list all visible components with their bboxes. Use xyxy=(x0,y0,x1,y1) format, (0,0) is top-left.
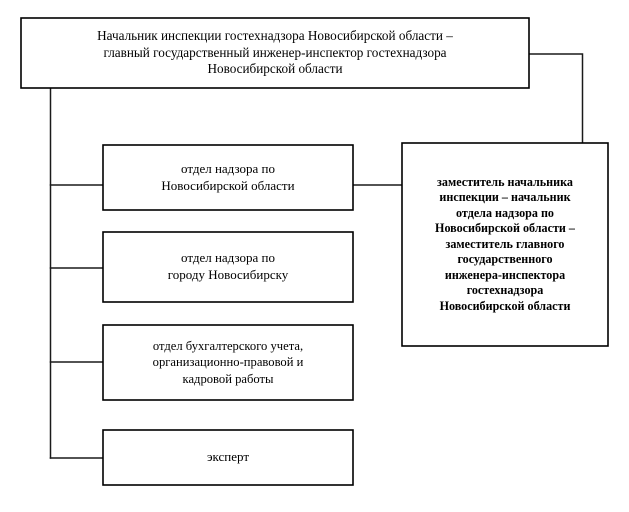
node-deputy-label: заместитель начальника инспекции – начал… xyxy=(435,174,575,313)
node-box-dept-oblast xyxy=(102,144,354,211)
node-deputy: заместитель начальника инспекции – начал… xyxy=(402,143,608,346)
node-dept-oblast: отдел надзора по Новосибирской области xyxy=(103,145,353,210)
node-box-head xyxy=(20,17,530,89)
node-dept-accounting: отдел бухгалтерского учета, организацион… xyxy=(103,325,353,400)
node-head: Начальник инспекции гостехнадзора Новоси… xyxy=(21,18,529,88)
node-expert-label: эксперт xyxy=(206,449,250,465)
node-expert: эксперт xyxy=(103,430,353,485)
node-dept-oblast-label: отдел надзора по Новосибирской области xyxy=(161,160,295,193)
node-box-deputy xyxy=(401,142,609,347)
node-box-dept-accounting xyxy=(102,324,354,401)
connector-head-to-deputy xyxy=(528,53,584,144)
node-dept-city: отдел надзора по городу Новосибирску xyxy=(103,232,353,302)
node-dept-city-label: отдел надзора по городу Новосибирску xyxy=(167,250,289,282)
node-dept-accounting-label: отдел бухгалтерского учета, организацион… xyxy=(152,339,304,386)
node-box-dept-city xyxy=(102,231,354,303)
node-box-expert xyxy=(102,429,354,486)
node-head-label: Начальник инспекции гостехнадзора Новоси… xyxy=(97,27,453,77)
